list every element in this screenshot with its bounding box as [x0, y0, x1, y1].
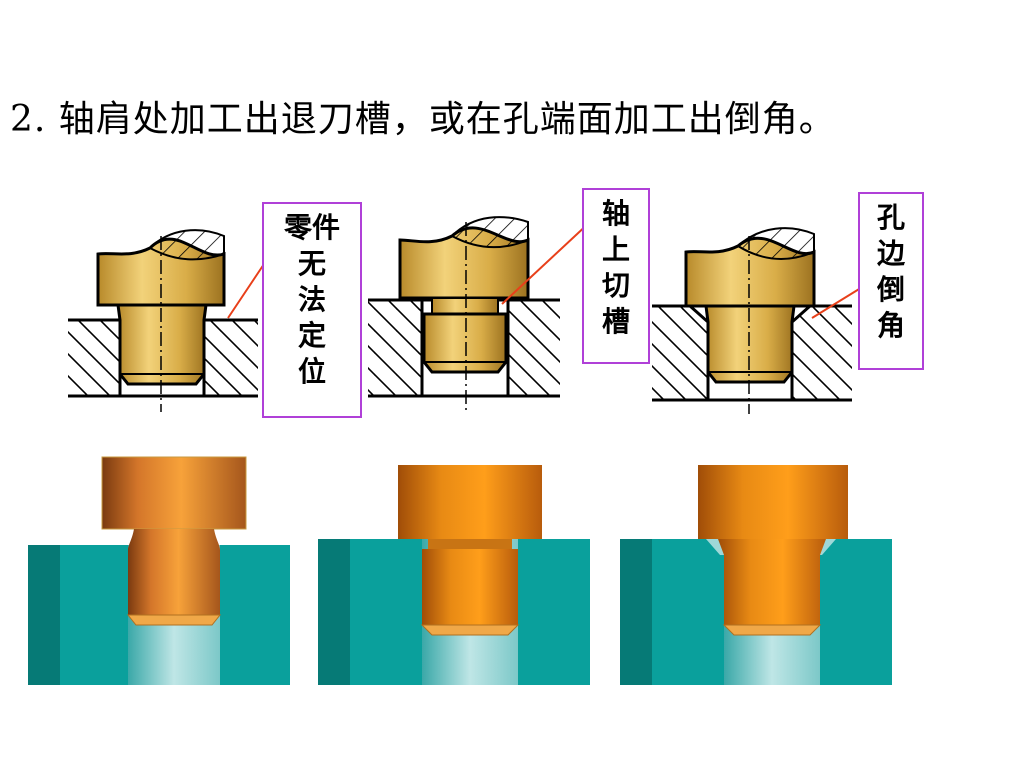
render-no-groove: [28, 456, 290, 685]
leader-line: [227, 257, 269, 319]
callout-line: 零件: [283, 211, 340, 244]
housing-hatch-left: [368, 300, 422, 396]
relief-groove: [431, 297, 499, 315]
callout-no-locating: 零件 无 法 定 位: [262, 202, 362, 418]
break-section: [148, 229, 225, 261]
callout-line: 法: [297, 283, 326, 316]
pin-shank: [128, 529, 220, 615]
render-shaft-groove: [318, 465, 590, 685]
callout-line: 孔: [876, 201, 905, 234]
pin-head: [698, 465, 848, 539]
leader-line: [501, 221, 591, 305]
housing-hatch-right: [204, 320, 258, 396]
callout-line: 角: [876, 309, 905, 342]
section-no-groove: [68, 229, 269, 412]
callout-line: 切: [601, 269, 630, 302]
pin-shank: [718, 539, 826, 625]
housing-hatch-right: [508, 300, 560, 396]
callout-line: 无: [297, 247, 326, 280]
housing-hatch-left: [652, 306, 708, 400]
pin-shank: [422, 312, 508, 374]
render-hole-chamfer: [620, 465, 892, 685]
housing-hatch-left: [68, 320, 120, 396]
pin-shank: [422, 549, 518, 625]
pin-head: [398, 465, 542, 539]
housing-hatch-right: [792, 306, 852, 400]
callout-line: 边: [876, 237, 905, 270]
callout-line: 轴: [601, 197, 630, 230]
callout-shaft-groove: 轴 上 切 槽: [582, 188, 650, 364]
pin-head: [101, 456, 247, 530]
pin-shank: [116, 303, 208, 386]
callout-line: 定: [297, 319, 326, 352]
callout-line: 上: [601, 233, 630, 266]
callout-line: 位: [297, 355, 326, 388]
slide-heading: 2. 轴肩处加工出退刀槽，或在孔端面加工出倒角。: [10, 99, 836, 140]
pin-shank: [704, 304, 796, 384]
section-hole-chamfer: [652, 227, 865, 414]
leader-line: [811, 285, 865, 319]
callout-hole-chamfer: 孔 边 倒 角: [858, 192, 924, 370]
section-shaft-groove: [368, 216, 591, 410]
relief-groove: [428, 539, 512, 549]
callout-line: 倒: [876, 273, 905, 306]
callout-line: 槽: [601, 305, 630, 338]
